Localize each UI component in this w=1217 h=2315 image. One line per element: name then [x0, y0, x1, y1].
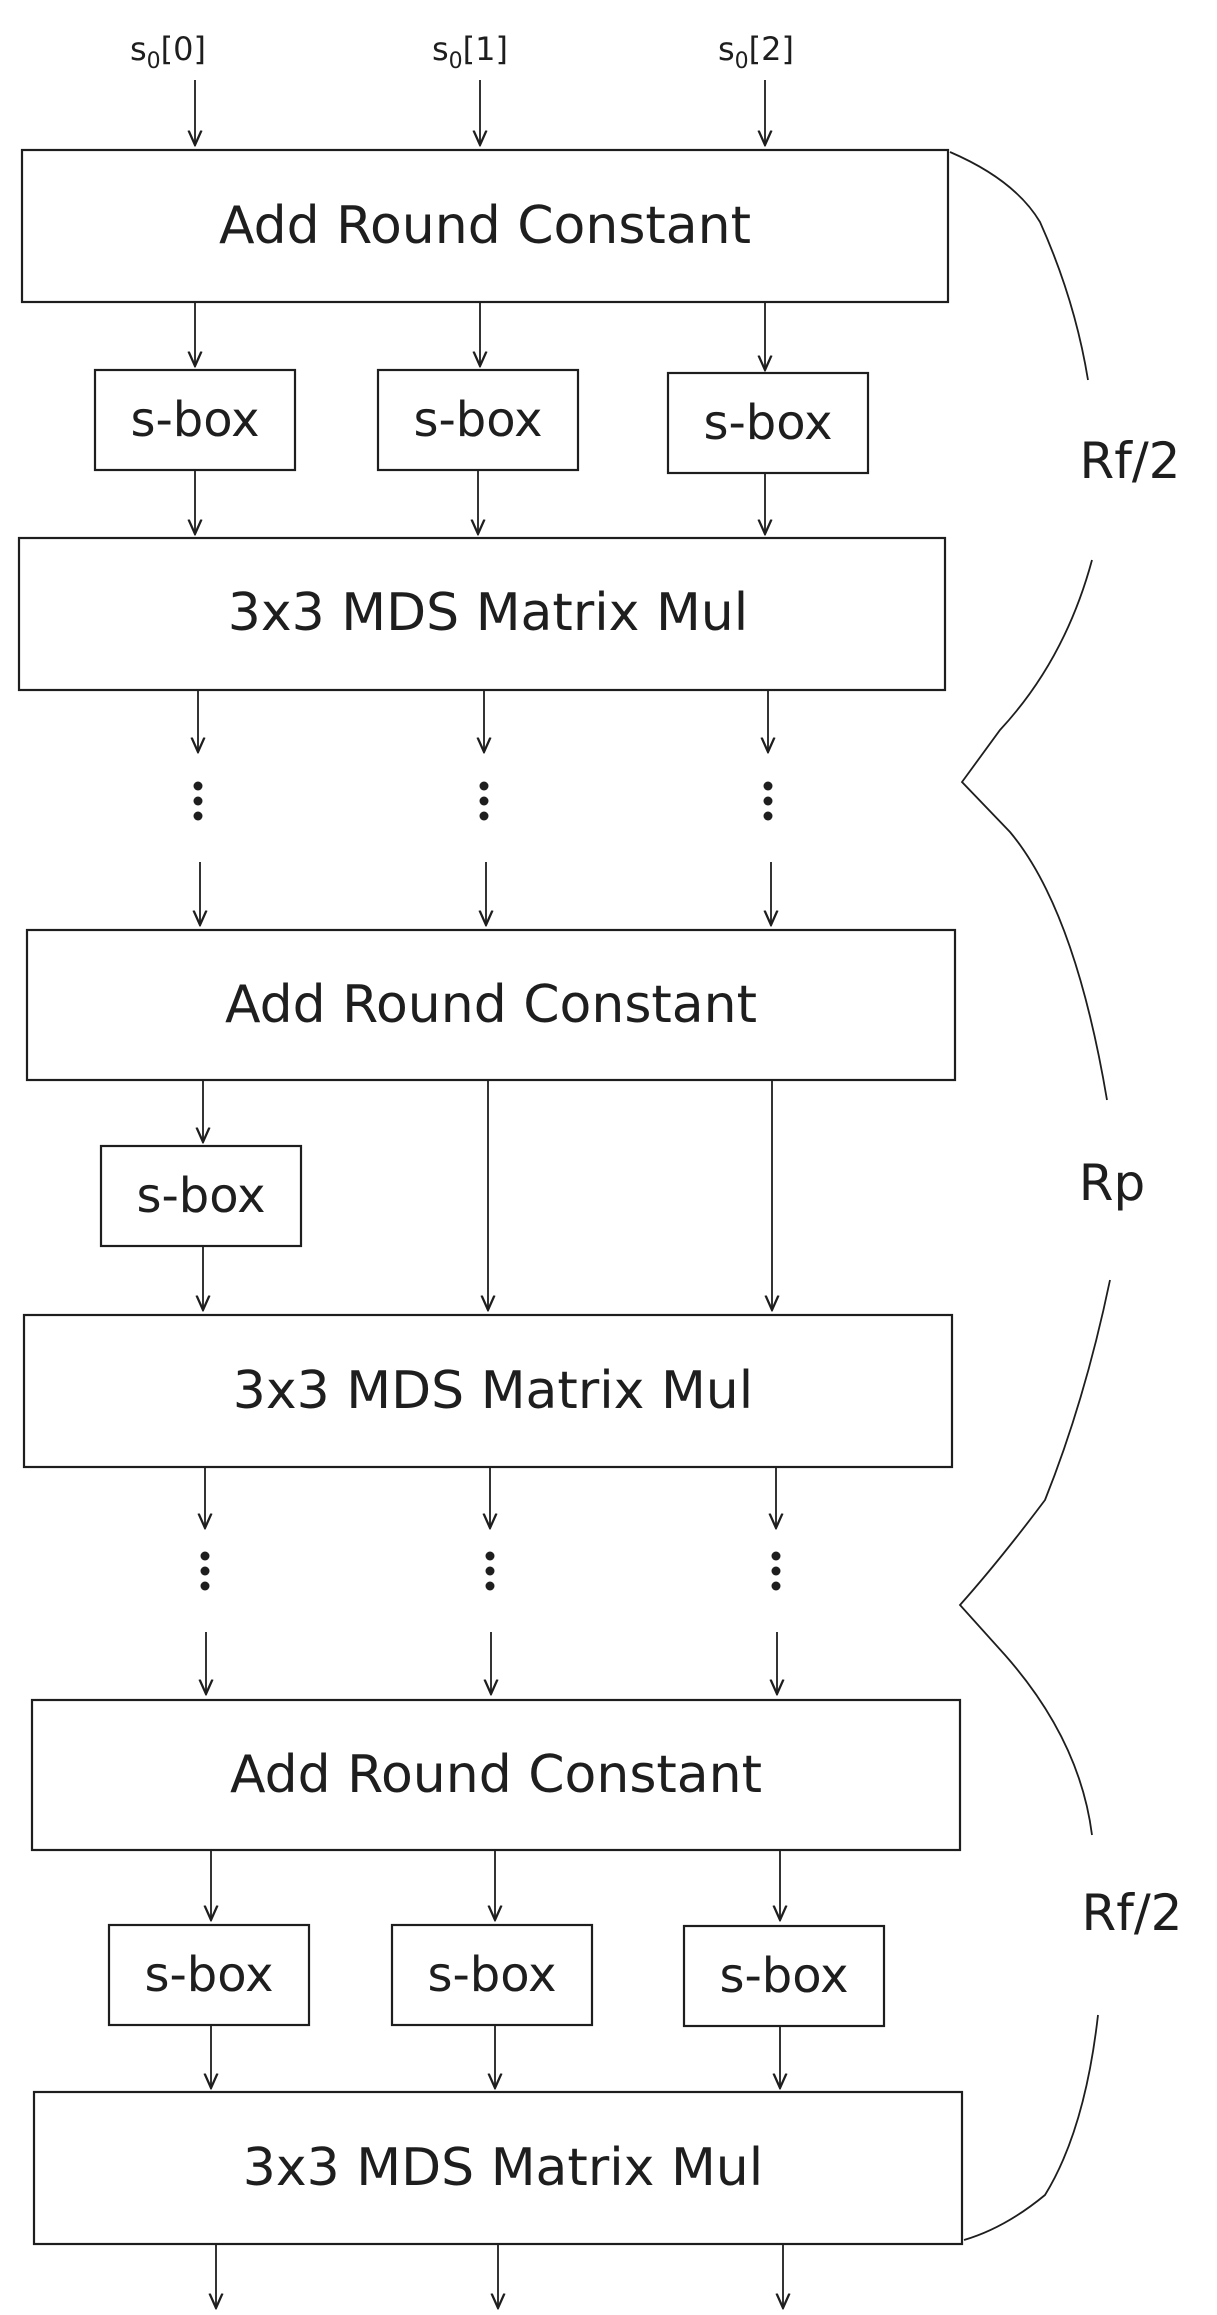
sbox-3-0: [107, 1923, 311, 2027]
sbox-label-1-2: s-box: [703, 395, 832, 451]
input-label-0: s0[0]: [130, 30, 206, 74]
mds-block-1: [17, 536, 947, 692]
input-label-1: s0[1]: [432, 30, 508, 74]
brace-label-last-full: Rf/2: [1081, 1884, 1182, 1942]
brace-last-full: [958, 1279, 1111, 2241]
ellipsis-dots-1: [193, 781, 773, 821]
mds-label-2: 3x3 MDS Matrix Mul: [233, 1361, 753, 1421]
sbox-label-1-1: s-box: [413, 392, 542, 448]
mds-label-1: 3x3 MDS Matrix Mul: [228, 583, 748, 643]
mds-block-3: [32, 2090, 964, 2246]
add-round-constant-block-1: [20, 148, 950, 304]
add-round-constant-block-2: [25, 928, 957, 1082]
mds-block-2: [22, 1313, 954, 1469]
input-label-2: s0[2]: [718, 30, 794, 74]
sbox-3-2: [682, 1924, 886, 2028]
ellipsis-dots-2: [200, 1551, 781, 1591]
sbox-label-3-1: s-box: [427, 1947, 556, 2003]
mds-label-3: 3x3 MDS Matrix Mul: [243, 2138, 763, 2198]
add-round-constant-block-3: [30, 1698, 962, 1852]
sbox-2-0: [99, 1144, 303, 1248]
sbox-label-3-2: s-box: [719, 1948, 848, 2004]
brace-label-first-full: Rf/2: [1079, 432, 1180, 490]
sbox-1-2: [666, 371, 870, 475]
add-round-constant-label-2: Add Round Constant: [225, 975, 757, 1035]
add-round-constant-label-1: Add Round Constant: [219, 196, 751, 256]
sbox-1-1: [376, 368, 580, 472]
sbox-label-3-0: s-box: [144, 1947, 273, 2003]
brace-first-full: [949, 151, 1108, 1101]
brace-label-partial: Rp: [1079, 1154, 1145, 1212]
sbox-3-1: [390, 1923, 594, 2027]
sbox-label-2-0: s-box: [136, 1168, 265, 1224]
sbox-label-1-0: s-box: [130, 392, 259, 448]
sbox-1-0: [93, 368, 297, 472]
add-round-constant-label-3: Add Round Constant: [230, 1745, 762, 1805]
